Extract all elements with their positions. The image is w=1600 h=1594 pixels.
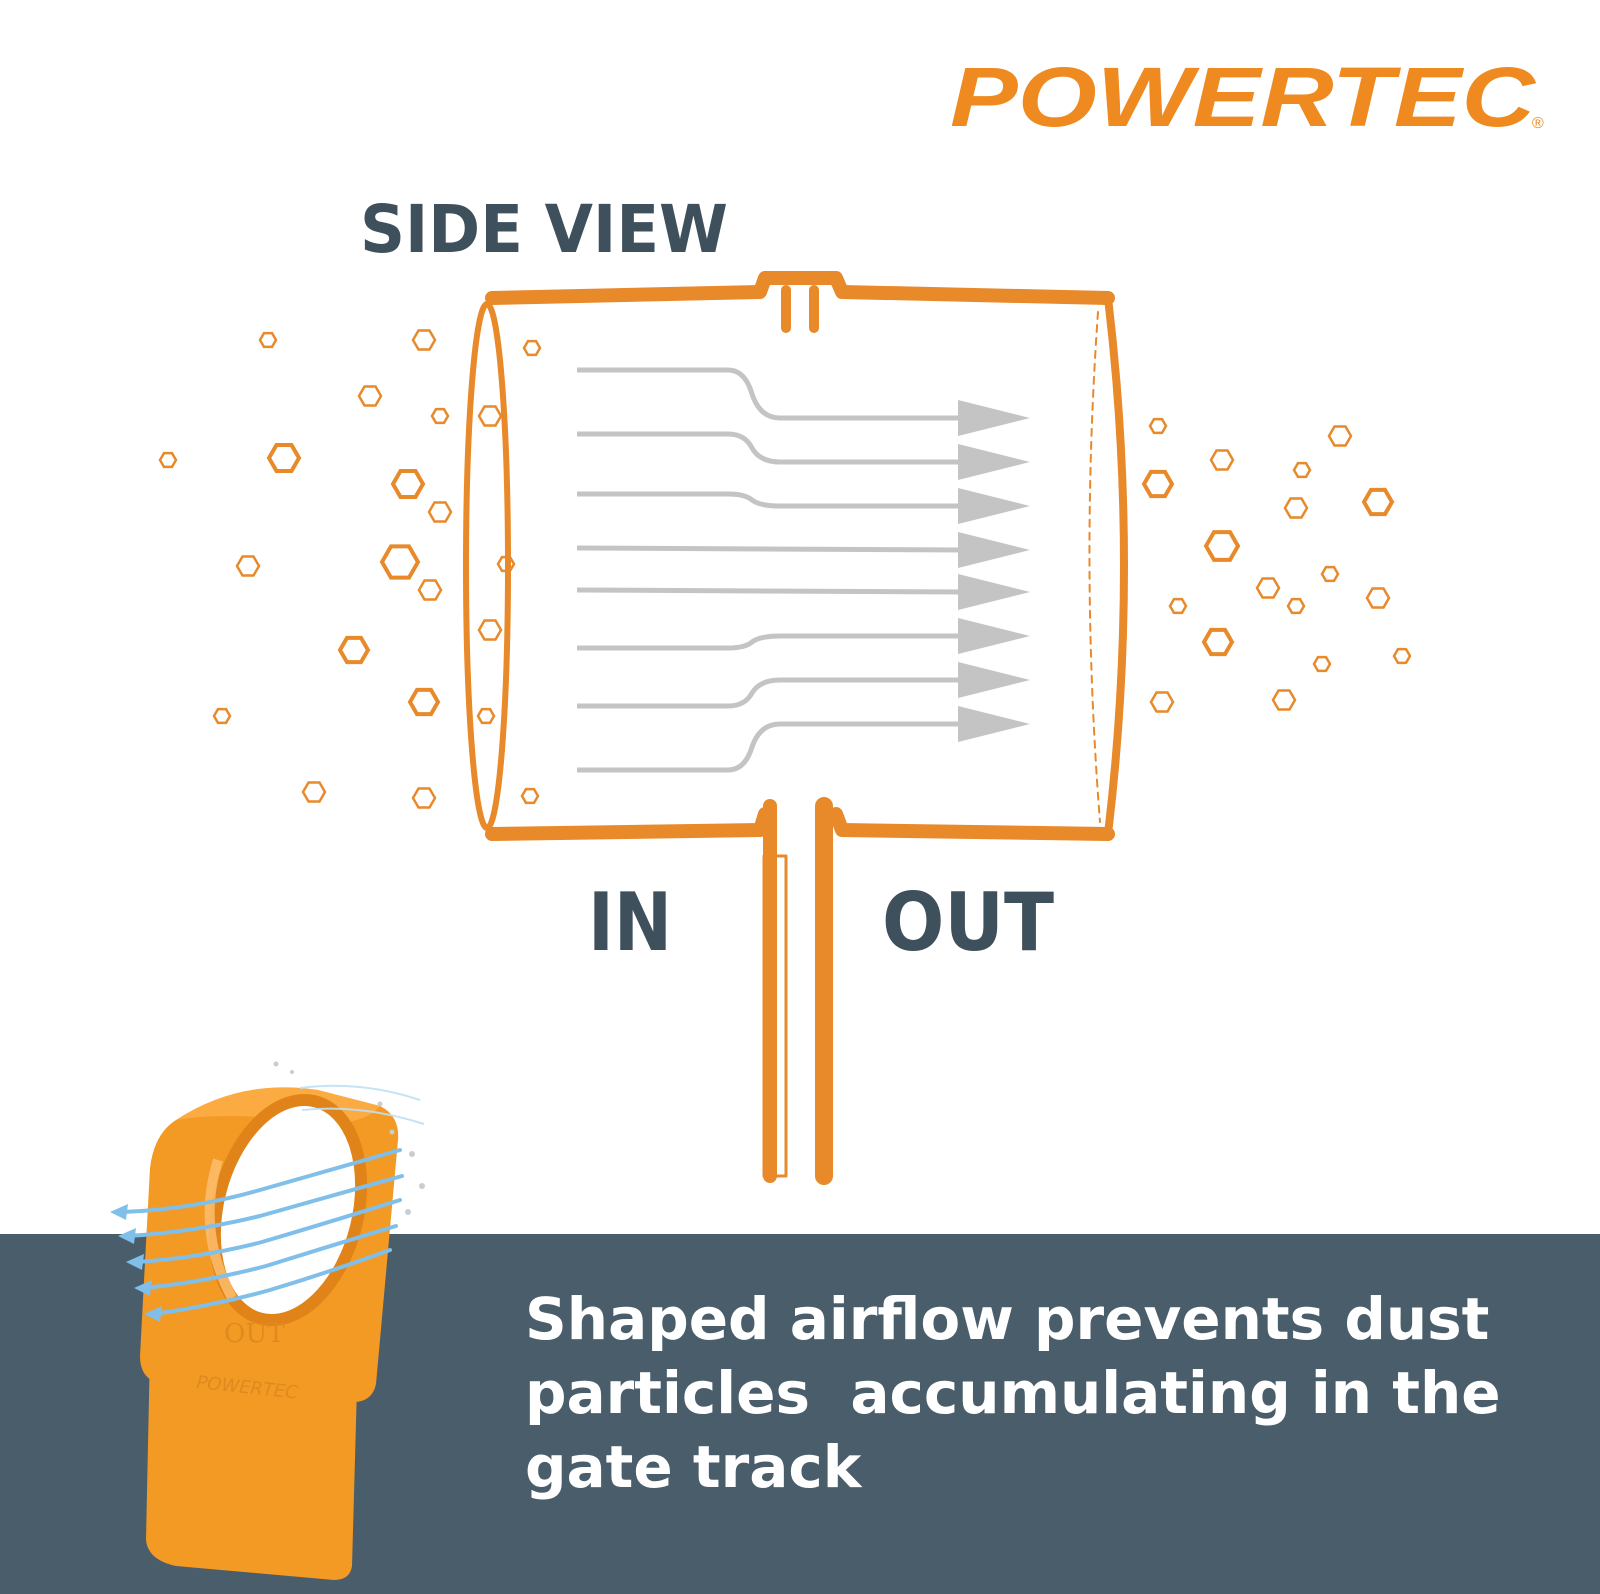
dust-particle bbox=[476, 707, 496, 725]
logo-text: POWERTEC bbox=[950, 50, 1537, 144]
airflow-line bbox=[577, 677, 965, 709]
in-label: IN bbox=[588, 876, 672, 969]
dust-particle bbox=[1327, 425, 1353, 447]
dust-particle bbox=[1271, 689, 1297, 711]
dust-particle bbox=[1209, 449, 1235, 471]
dust-particle bbox=[1286, 597, 1306, 615]
dust-particle bbox=[390, 469, 426, 499]
dust-particle bbox=[357, 385, 383, 407]
dust-particle bbox=[266, 443, 302, 473]
caption-line-2: particles accumulating in the bbox=[525, 1359, 1501, 1427]
airflow-line bbox=[577, 431, 965, 465]
dust-particle bbox=[1203, 530, 1241, 562]
arrow-head bbox=[958, 662, 1030, 698]
caption-text: Shaped airflow prevents dust particles a… bbox=[525, 1282, 1525, 1504]
arrow-head bbox=[958, 532, 1030, 568]
airflow-line bbox=[577, 491, 965, 509]
blast-gate-pipe bbox=[463, 271, 1128, 1185]
arrow-head bbox=[958, 488, 1030, 524]
dust-particle bbox=[477, 405, 503, 427]
dust-particle bbox=[1255, 577, 1281, 599]
airflow-line bbox=[577, 367, 965, 421]
dust-particle bbox=[1148, 417, 1168, 435]
dust-particle bbox=[337, 635, 371, 665]
dust-particle bbox=[258, 331, 278, 349]
out-label: OUT bbox=[882, 876, 1054, 969]
dust-particle bbox=[496, 555, 516, 573]
arrow-head bbox=[958, 618, 1030, 654]
airflow-line bbox=[576, 587, 966, 595]
dust-particle bbox=[1141, 469, 1175, 499]
dust-particle bbox=[477, 619, 503, 641]
dust-particle bbox=[427, 501, 453, 523]
dust-particle bbox=[379, 544, 421, 580]
dust-particle bbox=[417, 579, 443, 601]
dust-particle bbox=[235, 555, 261, 577]
dust-particle bbox=[1283, 497, 1309, 519]
arrow-head bbox=[958, 574, 1030, 610]
dust-particle bbox=[1168, 597, 1188, 615]
product-embossed-out: OUT bbox=[224, 1319, 285, 1349]
dust-particle bbox=[1365, 587, 1391, 609]
dust-particles bbox=[158, 329, 1412, 809]
arrow-head bbox=[958, 400, 1030, 436]
blast-gate-product-image: OUT POWERTEC bbox=[110, 1061, 425, 1580]
dust-particle bbox=[1201, 627, 1235, 657]
airflow-line bbox=[577, 721, 965, 773]
dust-particle bbox=[1320, 565, 1340, 583]
dust-particle bbox=[411, 329, 437, 351]
dust-particle bbox=[411, 787, 437, 809]
dust-particle bbox=[407, 687, 441, 717]
arrow-head bbox=[958, 706, 1030, 742]
dust-particle bbox=[1361, 487, 1395, 517]
airflow-line bbox=[577, 633, 965, 651]
registered-mark: ® bbox=[1532, 115, 1544, 132]
dust-particle bbox=[1292, 461, 1312, 479]
airflow-line bbox=[576, 545, 966, 553]
dust-particle bbox=[1392, 647, 1412, 665]
caption-line-1: Shaped airflow prevents dust bbox=[525, 1285, 1490, 1353]
dust-particle bbox=[1312, 655, 1332, 673]
dust-particle bbox=[430, 407, 450, 425]
powertec-logo: POWERTEC ® bbox=[950, 50, 1544, 144]
dust-particle bbox=[520, 787, 540, 805]
arrow-head bbox=[958, 444, 1030, 480]
dust-particle bbox=[158, 451, 178, 469]
dust-particle bbox=[301, 781, 327, 803]
diagram-title: SIDE VIEW bbox=[360, 191, 728, 268]
airflow-arrows bbox=[576, 367, 1030, 773]
dust-particle bbox=[1149, 691, 1175, 713]
caption-line-3: gate track bbox=[525, 1433, 862, 1501]
dust-particle bbox=[212, 707, 232, 725]
dust-particle bbox=[522, 339, 542, 357]
